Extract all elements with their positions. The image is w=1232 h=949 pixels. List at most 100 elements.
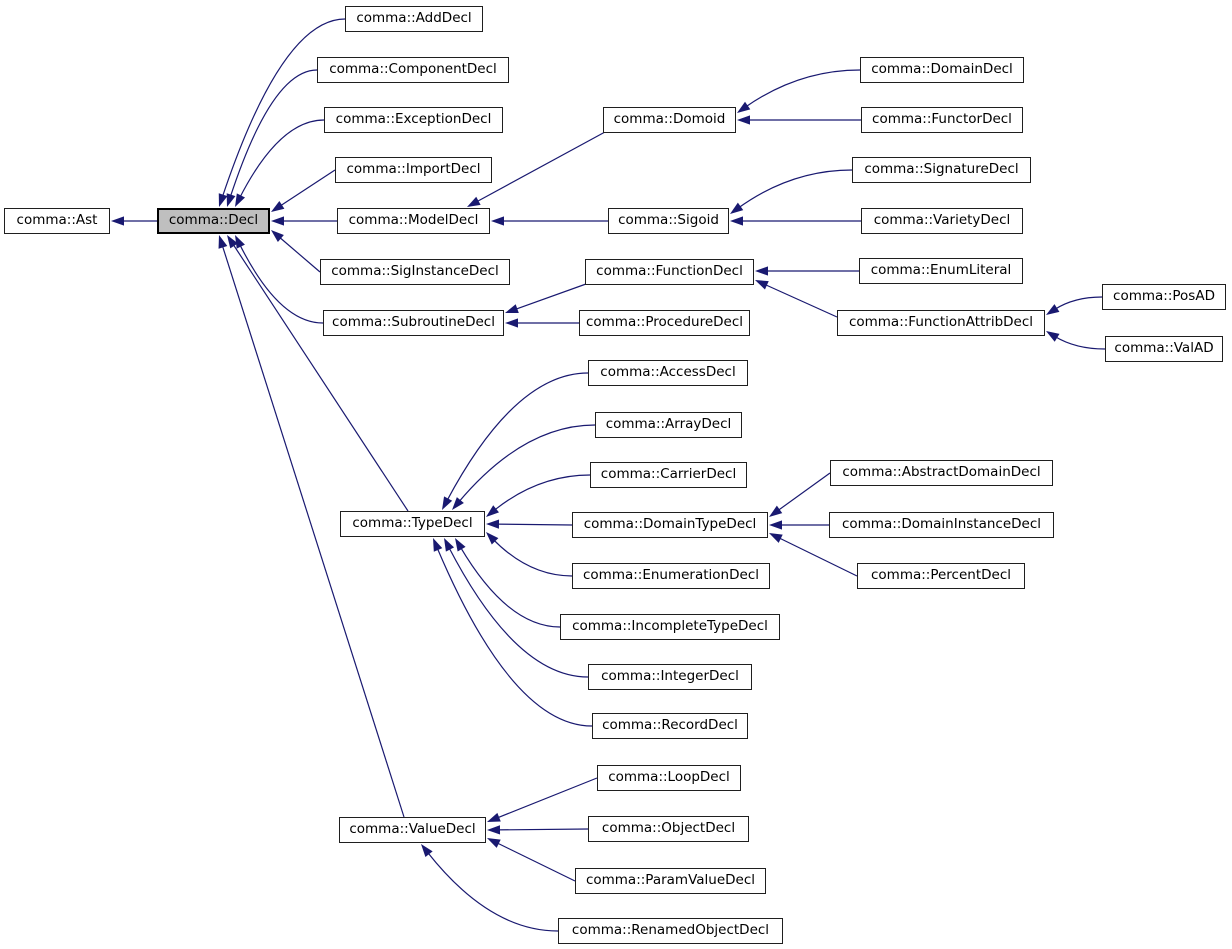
edge-ValAD-to-FunctionAttribDecl [1054, 335, 1106, 350]
edge-Domoid-to-ModelDecl [475, 131, 606, 203]
node-FunctionDecl[interactable]: comma::FunctionDecl [585, 259, 754, 285]
node-ArrayDecl[interactable]: comma::ArrayDecl [595, 412, 742, 438]
node-ComponentDecl[interactable]: comma::ComponentDecl [317, 57, 509, 83]
arrowhead-ExceptionDecl-to-Decl [235, 193, 246, 207]
arrowhead-Sigoid-to-ModelDecl [491, 216, 504, 226]
node-RecordDecl[interactable]: comma::RecordDecl [592, 713, 748, 739]
edge-PosAD-to-FunctionAttribDecl [1054, 296, 1103, 311]
arrowhead-SigInstanceDecl-to-Decl [271, 230, 284, 242]
edge-ImportDecl-to-Decl [279, 169, 336, 208]
node-ParamValueDecl[interactable]: comma::ParamValueDecl [575, 868, 766, 894]
node-Sigoid[interactable]: comma::Sigoid [608, 208, 729, 234]
arrowhead-ValueDecl-to-Decl [218, 235, 228, 249]
node-AccessDecl[interactable]: comma::AccessDecl [588, 360, 748, 386]
arrowhead-FunctionDecl-to-SubroutineDecl [505, 304, 519, 313]
edge-RenamedObjectDecl-to-ValueDecl [426, 851, 559, 932]
node-AddDecl[interactable]: comma::AddDecl [345, 6, 483, 32]
edge-DomainTypeDecl-to-TypeDecl [495, 523, 573, 526]
arrowhead-ComponentDecl-to-Decl [226, 193, 236, 207]
edge-TypeDecl-to-Decl [231, 243, 409, 512]
edge-LoopDecl-to-ValueDecl [496, 777, 598, 819]
edge-SignatureDecl-to-Sigoid [737, 169, 853, 209]
arrowhead-DomainDecl-to-Domoid [737, 101, 751, 113]
node-ObjectDecl[interactable]: comma::ObjectDecl [588, 816, 749, 842]
arrowhead-PosAD-to-FunctionAttribDecl [1046, 304, 1060, 315]
edge-IncompleteTypeDecl-to-TypeDecl [459, 546, 561, 628]
arrowhead-EnumLiteral-to-FunctionDecl [755, 266, 768, 276]
arrowhead-TypeDecl-to-Decl [227, 235, 238, 249]
arrowhead-SignatureDecl-to-Sigoid [730, 202, 744, 214]
node-DomainDecl[interactable]: comma::DomainDecl [860, 57, 1024, 83]
node-SigInstanceDecl[interactable]: comma::SigInstanceDecl [320, 259, 510, 285]
arrowhead-ProcedureDecl-to-SubroutineDecl [505, 318, 518, 328]
arrowhead-ValAD-to-FunctionAttribDecl [1046, 331, 1060, 342]
node-SignatureDecl[interactable]: comma::SignatureDecl [852, 157, 1031, 183]
arrowhead-AccessDecl-to-TypeDecl [442, 496, 453, 510]
arrowhead-IncompleteTypeDecl-to-TypeDecl [455, 538, 466, 552]
edge-SigInstanceDecl-to-Decl [278, 236, 321, 273]
arrowhead-FunctionAttribDecl-to-FunctionDecl [755, 280, 769, 290]
node-AbstractDomainDecl[interactable]: comma::AbstractDomainDecl [830, 460, 1053, 486]
node-IntegerDecl[interactable]: comma::IntegerDecl [588, 664, 752, 690]
edge-CarrierDecl-to-TypeDecl [493, 474, 591, 512]
edge-ValueDecl-to-Decl [221, 244, 405, 818]
node-ProcedureDecl[interactable]: comma::ProcedureDecl [579, 310, 750, 336]
arrowhead-RecordDecl-to-TypeDecl [433, 538, 443, 552]
edge-ExceptionDecl-to-Decl [239, 119, 325, 199]
node-CarrierDecl[interactable]: comma::CarrierDecl [590, 462, 747, 488]
edge-AccessDecl-to-TypeDecl [446, 372, 589, 502]
arrowhead-ModelDecl-to-Decl [271, 216, 284, 226]
edge-EnumerationDecl-to-TypeDecl [492, 538, 573, 577]
node-LoopDecl[interactable]: comma::LoopDecl [597, 765, 741, 791]
arrowhead-ParamValueDecl-to-ValueDecl [487, 838, 501, 848]
node-RenamedObjectDecl[interactable]: comma::RenamedObjectDecl [558, 918, 783, 944]
arrowhead-Decl-to-Ast [111, 216, 124, 226]
edge-SubroutineDecl-to-Decl [238, 243, 324, 324]
node-EnumerationDecl[interactable]: comma::EnumerationDecl [572, 563, 770, 589]
arrowhead-ImportDecl-to-Decl [271, 201, 285, 212]
arrowhead-FunctorDecl-to-Domoid [737, 115, 750, 125]
edge-ObjectDecl-to-ValueDecl [496, 828, 589, 831]
arrowhead-PercentDecl-to-DomainTypeDecl [769, 533, 783, 543]
node-VarietyDecl[interactable]: comma::VarietyDecl [861, 208, 1023, 234]
edge-AbstractDomainDecl-to-DomainTypeDecl [776, 472, 831, 512]
node-Domoid[interactable]: comma::Domoid [603, 107, 736, 133]
arrowhead-AbstractDomainDecl-to-DomainTypeDecl [769, 505, 783, 517]
node-SubroutineDecl[interactable]: comma::SubroutineDecl [323, 310, 504, 336]
node-TypeDecl[interactable]: comma::TypeDecl [340, 511, 485, 537]
edge-ComponentDecl-to-Decl [229, 69, 318, 198]
arrowhead-ObjectDecl-to-ValueDecl [487, 825, 501, 835]
arrowhead-ArrayDecl-to-TypeDecl [452, 497, 464, 510]
node-ValueDecl[interactable]: comma::ValueDecl [339, 817, 486, 843]
arrowhead-Domoid-to-ModelDecl [467, 196, 481, 207]
edge-PercentDecl-to-DomainTypeDecl [777, 536, 858, 577]
node-Ast[interactable]: comma::Ast [4, 208, 110, 234]
arrowhead-VarietyDecl-to-Sigoid [730, 216, 743, 226]
node-PosAD[interactable]: comma::PosAD [1102, 284, 1226, 310]
node-FunctorDecl[interactable]: comma::FunctorDecl [861, 107, 1023, 133]
arrowhead-CarrierDecl-to-TypeDecl [486, 505, 500, 517]
node-ValAD[interactable]: comma::ValAD [1105, 336, 1223, 362]
node-ImportDecl[interactable]: comma::ImportDecl [335, 157, 492, 183]
node-ModelDecl[interactable]: comma::ModelDecl [337, 208, 490, 234]
node-PercentDecl[interactable]: comma::PercentDecl [857, 563, 1025, 589]
arrowhead-LoopDecl-to-ValueDecl [487, 812, 501, 822]
node-ExceptionDecl[interactable]: comma::ExceptionDecl [324, 107, 503, 133]
node-DomainTypeDecl[interactable]: comma::DomainTypeDecl [572, 512, 768, 538]
arrowhead-SubroutineDecl-to-Decl [235, 235, 245, 249]
node-DomainInstanceDecl[interactable]: comma::DomainInstanceDecl [829, 512, 1054, 538]
node-Decl[interactable]: comma::Decl [157, 208, 270, 234]
edge-FunctionDecl-to-SubroutineDecl [514, 283, 587, 311]
edge-AddDecl-to-Decl [221, 18, 346, 198]
node-EnumLiteral[interactable]: comma::EnumLiteral [859, 258, 1023, 284]
edge-RecordDecl-to-TypeDecl [436, 546, 593, 727]
node-IncompleteTypeDecl[interactable]: comma::IncompleteTypeDecl [560, 614, 780, 640]
edge-ParamValueDecl-to-ValueDecl [495, 841, 576, 882]
edge-FunctionAttribDecl-to-FunctionDecl [763, 283, 838, 318]
node-FunctionAttribDecl[interactable]: comma::FunctionAttribDecl [837, 310, 1045, 336]
arrowhead-DomainInstanceDecl-to-DomainTypeDecl [769, 520, 782, 530]
arrowhead-AddDecl-to-Decl [218, 193, 228, 207]
arrowhead-RenamedObjectDecl-to-ValueDecl [421, 844, 433, 858]
